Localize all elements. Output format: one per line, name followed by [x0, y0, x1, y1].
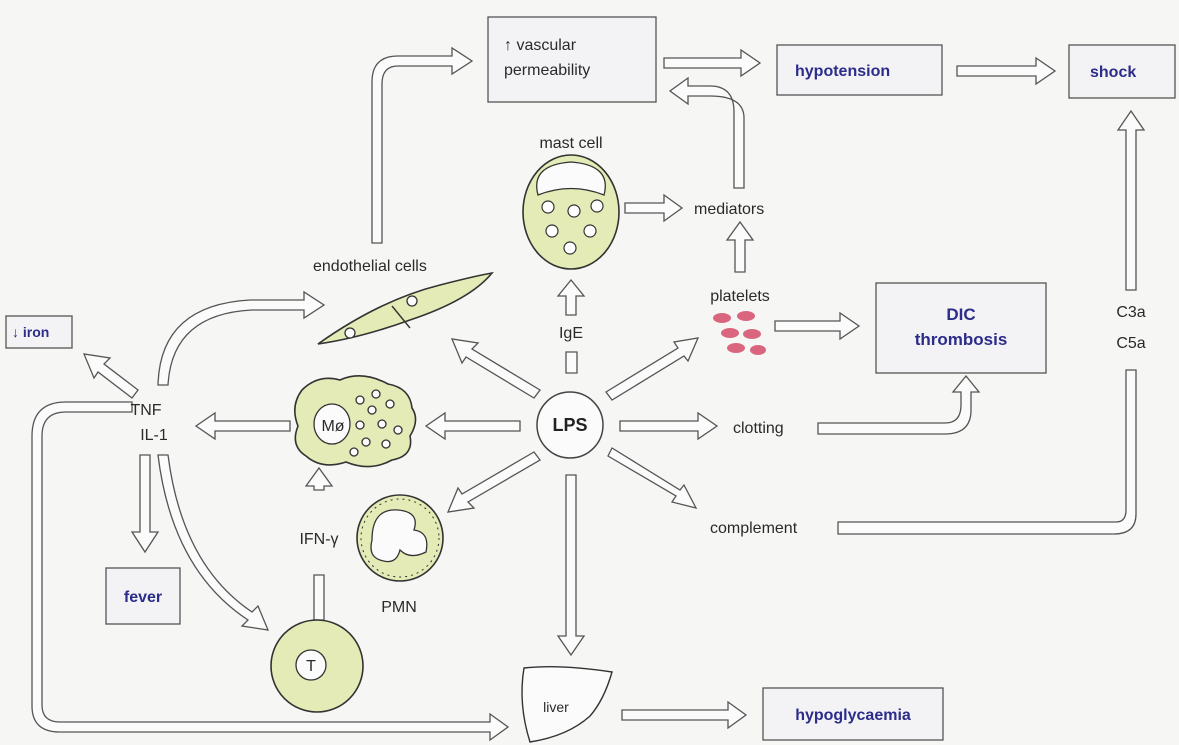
- arrow-tnf-to-fever: [130, 454, 160, 554]
- arrow-lps-to-platelets: [605, 337, 700, 401]
- endothelial-cells-graphic: [317, 271, 494, 345]
- shock-label: shock: [1090, 64, 1136, 81]
- arrow-mast-to-mediators: [624, 193, 684, 223]
- fever-label: fever: [124, 589, 162, 606]
- mast-cell-label: mast cell: [539, 135, 602, 152]
- tnf-label: TNF: [130, 402, 161, 419]
- ifn-gamma-label: IFN-γ: [299, 531, 338, 548]
- dic-label: DIC: [946, 305, 975, 324]
- mast-cell-granules: [541, 199, 604, 255]
- hypotension-box: hypotension: [776, 44, 943, 96]
- arrow-tnf-to-t-cell: [157, 454, 270, 631]
- complement-label: complement: [710, 520, 798, 537]
- hypoglycaemia-label: hypoglycaemia: [795, 707, 911, 724]
- arrow-lps-to-complement: [607, 447, 698, 509]
- arrow-permeability-to-hypotension: [663, 48, 762, 78]
- iron-box: ↓ iron: [5, 315, 73, 349]
- arrow-t-to-ifn: [313, 574, 325, 621]
- thrombosis-label: thrombosis: [915, 330, 1008, 349]
- macrophage-vacuoles: [349, 389, 403, 457]
- macrophage-label: Mø: [321, 418, 344, 435]
- arrow-lps-to-liver: [556, 474, 586, 657]
- mediators-label: mediators: [694, 201, 764, 218]
- pmn-cell: [356, 494, 444, 582]
- macrophage-cell: Mø: [294, 375, 417, 468]
- t-cell-label: T: [306, 658, 316, 675]
- vascular-permeability-line1: ↑ vascular: [504, 37, 577, 54]
- arrow-ifn-to-macrophage: [304, 466, 334, 491]
- c5a-label: C5a: [1116, 335, 1145, 352]
- dic-thrombosis-box: DIC thrombosis: [875, 282, 1047, 374]
- lps-label: LPS: [552, 415, 587, 435]
- endothelial-cells-label: endothelial cells: [313, 258, 427, 275]
- fever-box: fever: [105, 567, 181, 625]
- clotting-label: clotting: [733, 420, 784, 437]
- vascular-permeability-box: ↑ vascular permeability: [487, 16, 657, 103]
- arrow-macrophage-to-tnf: [194, 411, 291, 441]
- arrow-complement-to-shock: [837, 369, 1137, 535]
- arrow-tnf-to-iron: [82, 353, 139, 399]
- arrow-lps-to-pmn: [446, 451, 541, 513]
- lps-node: LPS: [536, 391, 604, 459]
- ige-label: IgE: [559, 325, 583, 342]
- liver-label: liver: [543, 699, 569, 715]
- hypoglycaemia-box: hypoglycaemia: [762, 687, 944, 741]
- arrow-liver-to-hypoglycaemia: [621, 700, 748, 730]
- arrow-tnf-to-endothelial: [157, 290, 326, 386]
- arrow-hypotension-to-shock: [956, 56, 1057, 86]
- platelets-label: platelets: [710, 288, 770, 305]
- liver-organ: liver: [521, 665, 613, 743]
- arrow-lps-to-macrophage: [424, 411, 521, 441]
- arrow-ige-to-mast-cell: [556, 278, 586, 316]
- arrow-clotting-to-dic: [817, 374, 981, 435]
- arrow-mediators-to-permeability: [668, 76, 745, 189]
- arrow-lps-to-endothelial: [450, 338, 541, 399]
- il1-label: IL-1: [140, 427, 168, 444]
- arrow-platelets-to-dic: [774, 311, 861, 341]
- t-cell: T: [270, 619, 364, 713]
- shock-box: shock: [1068, 44, 1176, 99]
- arrow-lps-to-mast-cell: [565, 351, 578, 374]
- hypotension-label: hypotension: [795, 63, 890, 80]
- pmn-label: PMN: [381, 599, 417, 616]
- iron-label: ↓ iron: [12, 324, 49, 340]
- arrow-endothelial-to-permeability: [371, 46, 474, 244]
- c3a-label: C3a: [1116, 304, 1145, 321]
- mast-cell: [522, 154, 620, 270]
- arrow-platelets-to-mediators: [725, 220, 755, 273]
- arrow-c3a-to-shock: [1116, 109, 1146, 291]
- arrow-tnf-to-liver: [31, 401, 510, 742]
- arrow-lps-to-clotting: [619, 411, 719, 441]
- vascular-permeability-line2: permeability: [504, 62, 590, 79]
- platelets-graphic: [713, 311, 766, 355]
